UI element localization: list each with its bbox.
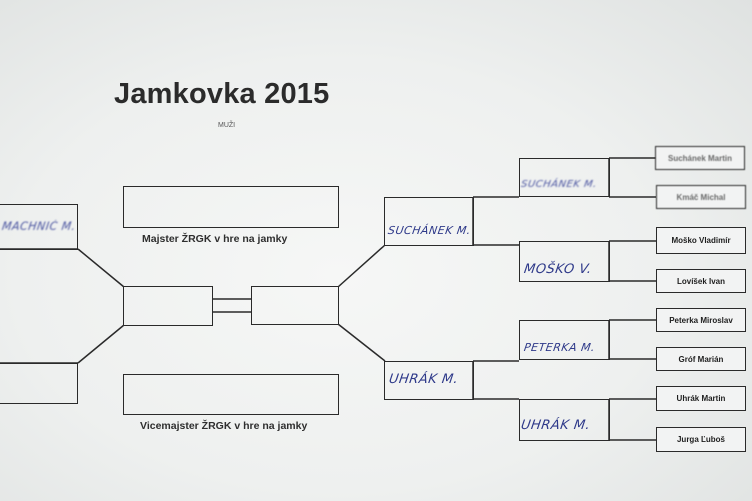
quarterfinal-1-handwriting: SUCHÁNEK M.	[520, 179, 598, 190]
page-title: Jamkovka 2015	[114, 78, 330, 110]
left-semifinal-bottom-box	[0, 363, 78, 404]
final-left-box	[123, 286, 213, 326]
quarterfinal-3-handwriting: PETERKA M.	[523, 341, 597, 354]
quarterfinal-box-3	[519, 320, 610, 360]
category-label: MUŽI	[218, 122, 236, 129]
semifinal-lower-handwriting: UHRÁK M.	[387, 372, 460, 387]
quarterfinal-box-4	[519, 399, 610, 441]
player-name-box: Uhrák Martin	[656, 386, 746, 411]
vice-champion-caption: Vicemajster ŽRGK v hre na jamky	[140, 420, 308, 432]
vice-champion-box	[123, 374, 339, 415]
left-semifinal-top-box	[0, 204, 78, 250]
player-name-box: Kmáč Michal	[656, 185, 746, 209]
quarterfinal-4-handwriting: UHRÁK M.	[519, 418, 592, 433]
player-name-box: Jurga Ľuboš	[656, 427, 746, 452]
left-semifinal-top-handwriting: MACHNIČ M.	[1, 220, 77, 233]
champion-caption: Majster ŽRGK v hre na jamky	[142, 233, 288, 245]
player-name-box: Gróf Marián	[656, 347, 746, 371]
final-right-box	[251, 286, 339, 325]
quarterfinal-2-handwriting: MOŠKO V.	[522, 262, 593, 277]
semifinal-lower-box	[384, 361, 474, 400]
player-name-box: Peterka Miroslav	[656, 308, 746, 332]
quarterfinal-box-2	[519, 241, 610, 282]
player-name-box: Lovíšek Ivan	[656, 269, 746, 293]
quarterfinal-box-1	[519, 158, 610, 197]
player-name-box: Moško Vladimír	[656, 227, 746, 254]
semifinal-upper-handwriting: SUCHÁNEK M.	[387, 224, 472, 237]
semifinal-upper-box	[384, 197, 474, 246]
player-name-box: Suchánek Martin	[655, 146, 745, 170]
champion-box	[123, 186, 339, 228]
